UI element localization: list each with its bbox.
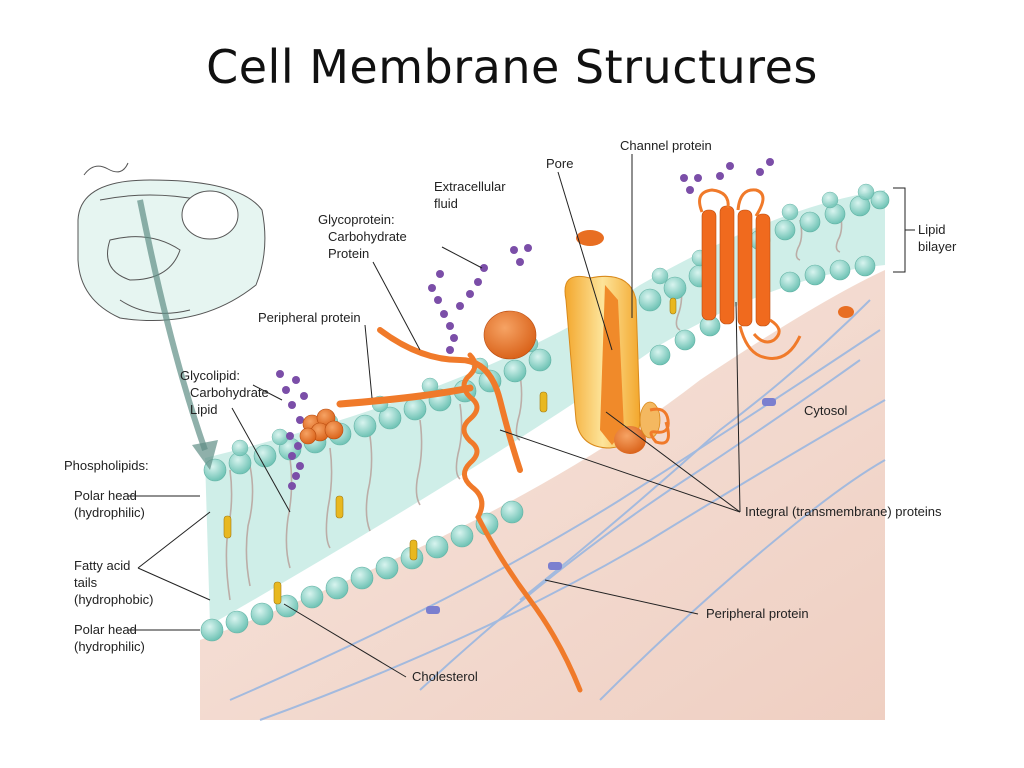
label-fatty-acid-3: (hydrophobic) [74, 592, 154, 607]
label-peripheral-protein-top: Peripheral protein [258, 310, 361, 325]
peripheral-glob-upper [483, 310, 537, 360]
cytoskeleton-filaments [229, 299, 886, 721]
extracellular-carbohydrate [510, 158, 774, 266]
label-lipid-bilayer-1: Lipid [918, 222, 945, 237]
label-extracellular-1: Extracellular [434, 179, 506, 194]
diagram-labels: Channel protein Pore Extracellular fluid… [64, 138, 957, 684]
cytoskeleton-anchors [426, 398, 776, 614]
peripheral-protein-glob [299, 408, 344, 445]
label-fatty-acid-2: tails [74, 575, 98, 590]
glycoprotein-filament [377, 327, 523, 473]
label-polar-head-bottom-2: (hydrophilic) [74, 639, 145, 654]
label-phospholipids: Phospholipids: [64, 458, 149, 473]
channel-tail [649, 407, 670, 445]
peripheral-glob-small [576, 230, 604, 246]
label-glycoprotein-1: Glycoprotein: [318, 212, 395, 227]
label-extracellular-2: fluid [434, 196, 458, 211]
label-polar-head-top-2: (hydrophilic) [74, 505, 145, 520]
label-glycolipid-1: Glycolipid: [180, 368, 240, 383]
polar-heads-bottom [200, 255, 876, 642]
label-channel-protein: Channel protein [620, 138, 712, 153]
inset-pointer-arrow [137, 199, 208, 451]
leader-lines [128, 154, 915, 678]
label-peripheral-protein-bottom: Peripheral protein [706, 606, 809, 621]
integral-coil-protein [461, 352, 583, 693]
label-lipid-bilayer-2: bilayer [918, 239, 957, 254]
label-pore: Pore [546, 156, 573, 171]
helical-transmembrane-protein [701, 205, 771, 327]
slide-title: Cell Membrane Structures [206, 40, 818, 94]
helical-protein-loops [698, 188, 802, 360]
peripheral-protein-filament [336, 384, 474, 408]
cell-inset-illustration [77, 162, 266, 322]
label-cholesterol: Cholesterol [412, 669, 478, 684]
glycolipid-carbohydrate [276, 370, 308, 490]
label-integral-proteins: Integral (transmembrane) proteins [745, 504, 942, 519]
inset-pointer-arrowhead [192, 440, 218, 470]
glycoprotein-carbohydrate [428, 264, 488, 354]
label-polar-head-top-1: Polar head [74, 488, 137, 503]
cholesterol-molecules [223, 297, 677, 605]
cytosol-region [200, 270, 885, 720]
label-glycolipid-3: Lipid [190, 402, 217, 417]
label-glycolipid-2: Carbohydrate [190, 385, 269, 400]
peripheral-glob-right [838, 306, 854, 318]
label-glycoprotein-2: Carbohydrate [328, 229, 407, 244]
label-glycoprotein-3: Protein [328, 246, 369, 261]
label-fatty-acid-1: Fatty acid [74, 558, 130, 573]
label-polar-head-bottom-1: Polar head [74, 622, 137, 637]
channel-protein [564, 275, 661, 454]
fatty-acid-tails [225, 211, 843, 601]
label-cytosol: Cytosol [804, 403, 847, 418]
